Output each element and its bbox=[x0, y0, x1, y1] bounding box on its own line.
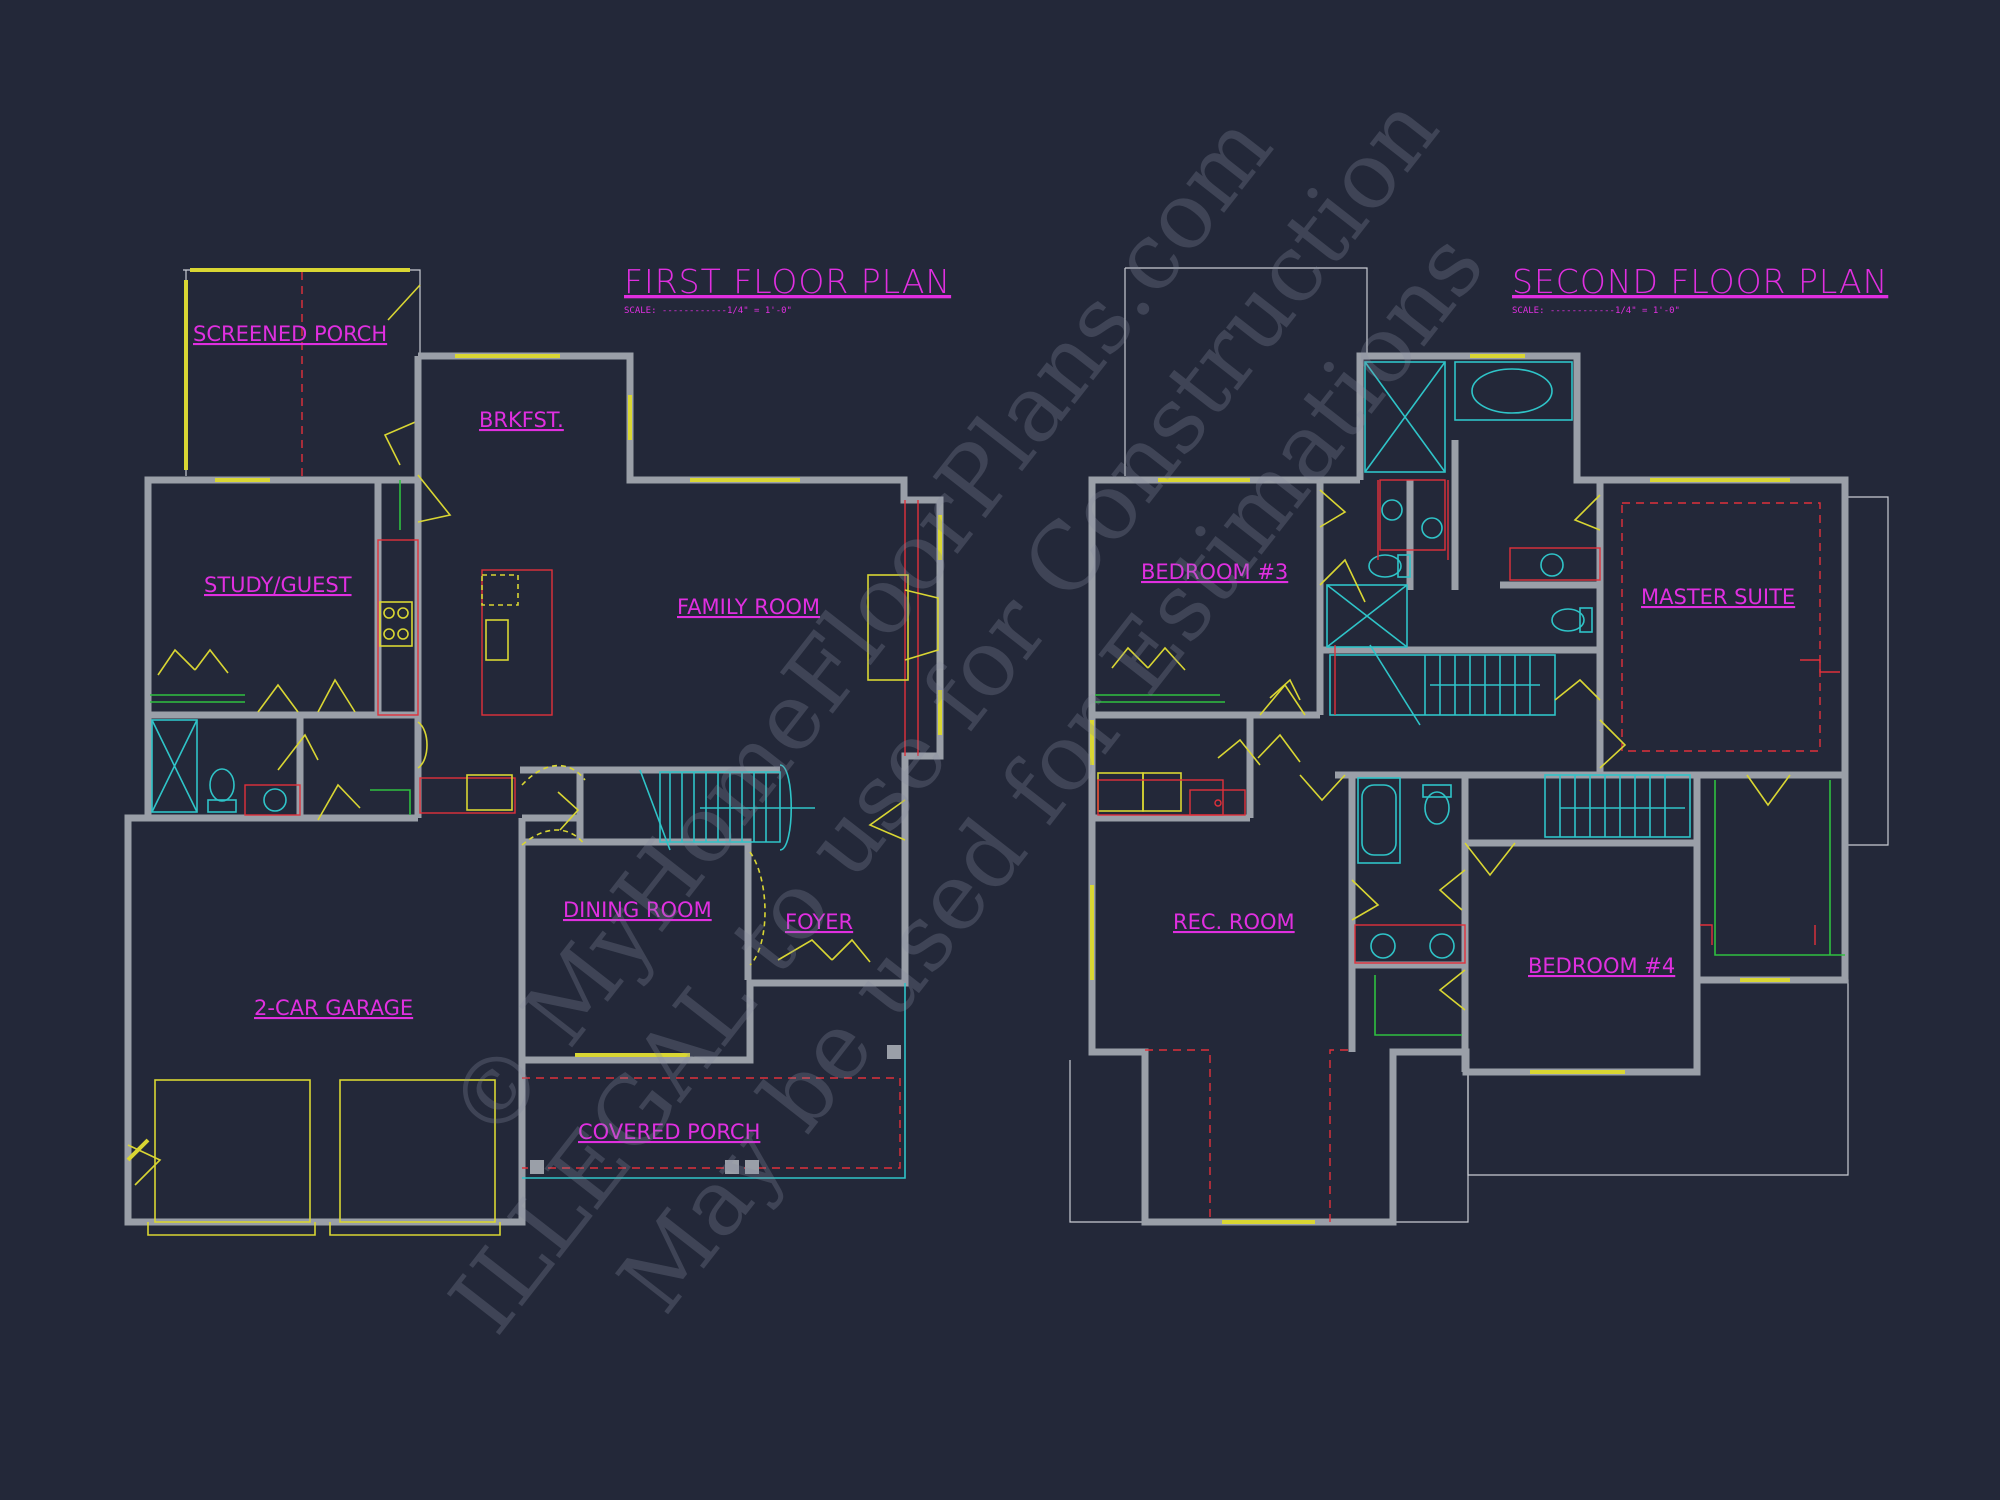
label-master-suite: MASTER SUITE bbox=[1641, 585, 1795, 609]
first-floor-half-bath bbox=[150, 480, 411, 816]
second-floor-bath-fixtures bbox=[1326, 361, 1601, 964]
first-floor-title-block: FIRST FLOOR PLAN SCALE: ------------1/4"… bbox=[624, 262, 951, 316]
label-bedroom-4: BEDROOM #4 bbox=[1528, 954, 1675, 978]
second-floor-title: SECOND FLOOR PLAN bbox=[1512, 262, 1888, 301]
kitchen-fixtures bbox=[377, 500, 939, 814]
first-floor-scale: SCALE: ------------1/4" = 1'-0" bbox=[624, 306, 792, 316]
second-floor-stairs bbox=[1329, 644, 1691, 838]
second-floor-title-block: SECOND FLOOR PLAN SCALE: ------------1/4… bbox=[1512, 262, 1888, 316]
label-dining-room: DINING ROOM bbox=[563, 898, 712, 922]
label-brkfst: BRKFST. bbox=[479, 408, 564, 432]
first-floor-title: FIRST FLOOR PLAN bbox=[624, 262, 951, 301]
second-floor-plan bbox=[1069, 267, 1889, 1226]
second-floor-walls bbox=[1088, 352, 1849, 1226]
label-rec-room: REC. ROOM bbox=[1173, 910, 1295, 934]
label-study-guest: STUDY/GUEST bbox=[204, 573, 352, 597]
label-screened-porch: SCREENED PORCH bbox=[193, 322, 387, 346]
label-family-room: FAMILY ROOM bbox=[677, 595, 820, 619]
first-floor-stairs bbox=[639, 764, 815, 851]
first-floor-doors bbox=[127, 474, 906, 1186]
second-floor-laundry-closets bbox=[1095, 480, 1845, 1036]
label-covered-porch: COVERED PORCH bbox=[578, 1120, 760, 1144]
covered-porch-outline bbox=[522, 983, 906, 1179]
first-floor-room-labels: SCREENED PORCH BRKFST. STUDY/GUEST FAMIL… bbox=[193, 322, 853, 1144]
second-floor-room-labels: BEDROOM #3 MASTER SUITE REC. ROOM BEDROO… bbox=[1141, 560, 1795, 978]
second-floor-scale: SCALE: ------------1/4" = 1'-0" bbox=[1512, 306, 1680, 316]
first-floor-plan bbox=[124, 268, 944, 1236]
second-floor-dashed bbox=[1145, 502, 1840, 1222]
first-floor-windows bbox=[126, 354, 942, 1162]
label-bedroom-3: BEDROOM #3 bbox=[1141, 560, 1288, 584]
label-foyer: FOYER bbox=[785, 910, 853, 934]
garage-doors bbox=[147, 1079, 501, 1236]
label-garage: 2-CAR GARAGE bbox=[254, 996, 413, 1020]
second-floor-doors bbox=[1111, 489, 1791, 1011]
second-floor-windows bbox=[1090, 354, 1790, 1224]
screened-porch-walls bbox=[183, 268, 421, 476]
